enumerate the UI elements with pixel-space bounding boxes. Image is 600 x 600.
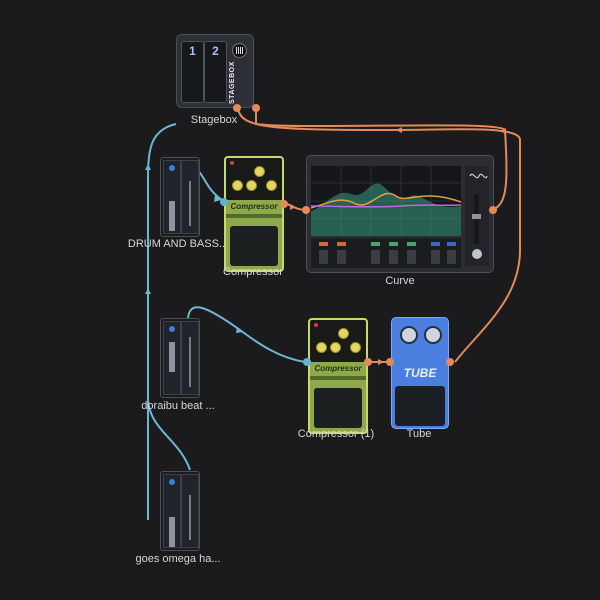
- compressor-pedal-name: Compressor: [230, 202, 278, 211]
- eq-band-controls[interactable]: [311, 238, 461, 268]
- curve-label: Curve: [385, 275, 415, 287]
- compressor-footswitch[interactable]: [230, 226, 278, 266]
- compressor-knob[interactable]: [266, 180, 277, 191]
- track-volume-fader[interactable]: [169, 342, 175, 372]
- compressor-1-pedal[interactable]: Compressor: [308, 318, 368, 434]
- track-volume-fader[interactable]: [169, 201, 175, 231]
- track-drum-and-bass[interactable]: [160, 157, 200, 237]
- track-record-icon[interactable]: [169, 479, 175, 485]
- stagebox-slot-1[interactable]: 1: [181, 41, 204, 103]
- cable-track2-to-compressor1: [187, 306, 306, 363]
- eq-curve-graph[interactable]: [310, 166, 462, 236]
- compressor-knob[interactable]: [232, 180, 243, 191]
- tube-output-port[interactable]: [446, 358, 454, 366]
- compressor-output-port[interactable]: [280, 200, 288, 208]
- stagebox-knob-icon[interactable]: [232, 43, 247, 58]
- track-label: DRUM AND BASS...: [127, 238, 229, 250]
- compressor-knob[interactable]: [254, 166, 265, 177]
- compressor-pedal[interactable]: Compressor: [224, 156, 284, 272]
- track-record-icon[interactable]: [169, 165, 175, 171]
- compressor-1-output-port[interactable]: [364, 358, 372, 366]
- compressor-input-port[interactable]: [220, 198, 228, 206]
- compressor-1-label: Compressor (1): [297, 428, 375, 440]
- compressor-footswitch[interactable]: [314, 388, 362, 428]
- track-record-icon[interactable]: [169, 326, 175, 332]
- curve-output-port[interactable]: [489, 206, 497, 214]
- compressor-knob[interactable]: [338, 328, 349, 339]
- compressor-pedal-name: Compressor: [314, 364, 362, 373]
- compressor-led: [230, 161, 234, 165]
- track-label: goes omega ha...: [135, 553, 221, 565]
- curve-eq-node[interactable]: [306, 155, 494, 273]
- track-level-meter: [189, 495, 191, 540]
- compressor-knob[interactable]: [246, 180, 257, 191]
- curve-input-port[interactable]: [302, 206, 310, 214]
- compressor-1-input-port[interactable]: [303, 358, 311, 366]
- tube-knob[interactable]: [424, 326, 442, 344]
- compressor-label: Compressor: [223, 266, 283, 278]
- eq-output-panel[interactable]: [465, 166, 489, 266]
- tube-knob[interactable]: [400, 326, 418, 344]
- track-doraibu-beat[interactable]: [160, 318, 200, 398]
- track-level-meter: [189, 181, 191, 226]
- tube-pedal-name: TUBE: [403, 366, 437, 380]
- cable-stagebox-to-tracks: [147, 123, 177, 520]
- stagebox-label: Stagebox: [190, 114, 238, 126]
- track-volume-fader[interactable]: [169, 517, 175, 547]
- stagebox-slot-2[interactable]: 2: [204, 41, 227, 103]
- tube-input-port[interactable]: [386, 358, 394, 366]
- track-label: doraibu beat ...: [141, 400, 215, 412]
- compressor-knob[interactable]: [350, 342, 361, 353]
- tube-footswitch[interactable]: [395, 386, 445, 426]
- stagebox-node[interactable]: 1 2 STAGEBOX: [176, 34, 254, 108]
- cable-track3-link: [147, 399, 191, 471]
- stagebox-output-port[interactable]: [233, 104, 241, 112]
- tube-label: Tube: [406, 428, 432, 440]
- track-goes-omega[interactable]: [160, 471, 200, 551]
- cable-curve-to-stagebox: [255, 108, 508, 211]
- tube-pedal[interactable]: TUBE: [391, 317, 449, 429]
- cable-stagebox-return: [237, 107, 521, 363]
- track-level-meter: [189, 337, 191, 387]
- stagebox-input-port[interactable]: [252, 104, 260, 112]
- stagebox-brand: STAGEBOX: [229, 61, 236, 105]
- compressor-led: [314, 323, 318, 327]
- compressor-knob[interactable]: [330, 342, 341, 353]
- compressor-knob[interactable]: [316, 342, 327, 353]
